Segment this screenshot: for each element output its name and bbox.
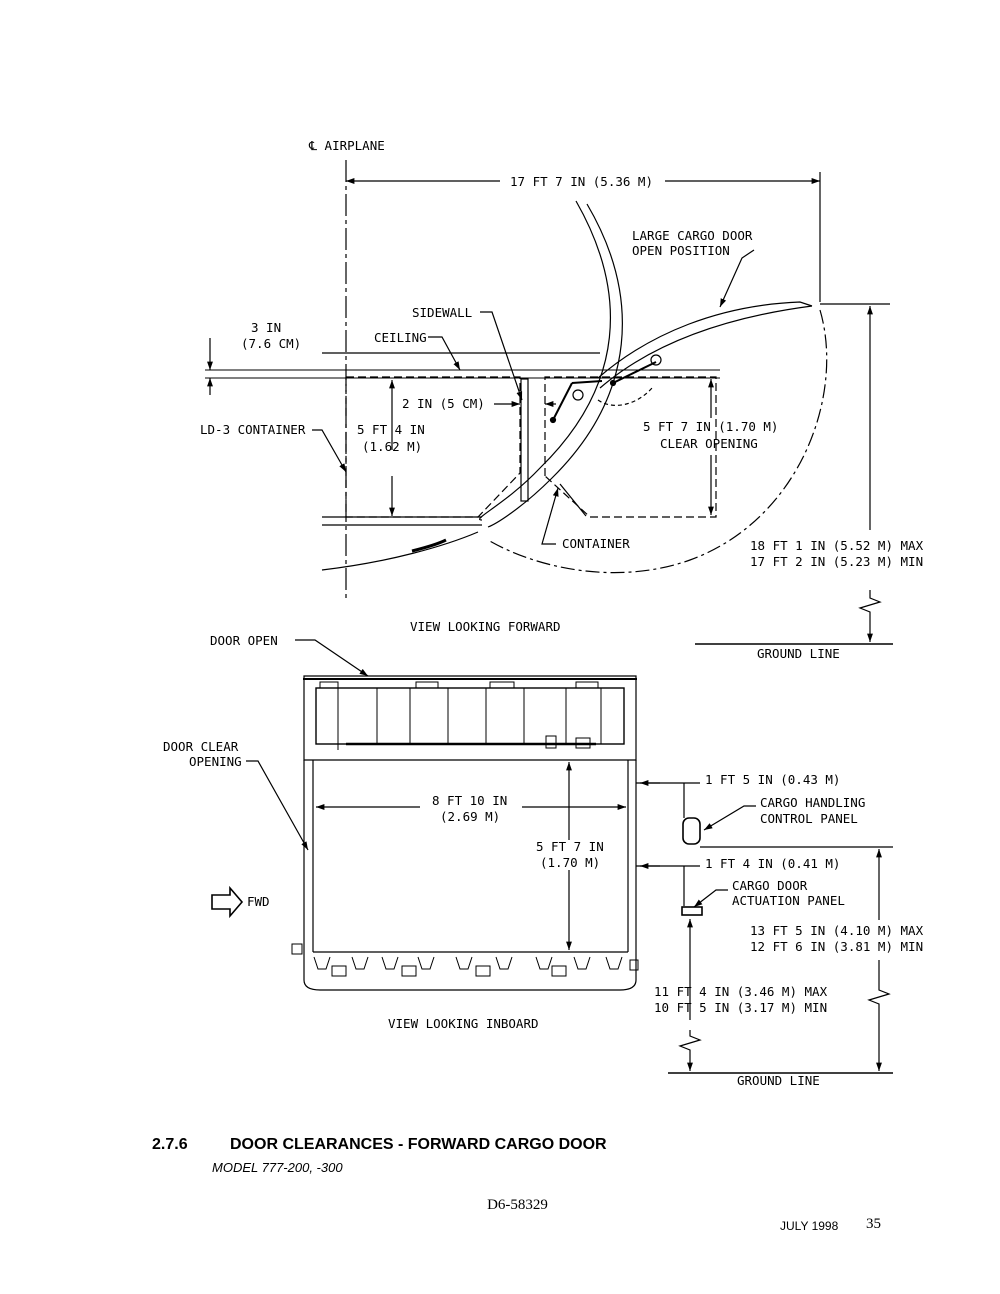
view-forward-title: VIEW LOOKING FORWARD xyxy=(410,619,561,634)
cargo-door-open xyxy=(597,301,813,379)
document-number: D6-58329 xyxy=(487,1197,548,1213)
leader-actuation-panel xyxy=(693,889,728,908)
leader-ld3 xyxy=(312,429,347,473)
section-title: DOOR CLEARANCES - FORWARD CARGO DOOR xyxy=(230,1136,607,1153)
upper-height-label-2: 12 FT 6 IN (3.81 M) MIN xyxy=(750,939,923,954)
clear-opening-container xyxy=(544,376,717,518)
clear-opening-label-1: 5 FT 7 IN (1.70 M) xyxy=(643,419,778,434)
door-open-frames xyxy=(315,681,625,750)
lower-fuselage xyxy=(321,531,479,571)
opening-width-label-1: 8 FT 10 IN xyxy=(432,793,507,808)
door-open-label-2: OPEN POSITION xyxy=(632,243,730,258)
handling-offset-label: 1 FT 5 IN (0.43 M) xyxy=(705,772,840,787)
container-height-label-2: (1.62 M) xyxy=(362,439,422,454)
fwd-label: FWD xyxy=(247,894,270,909)
sill-height-label-1: 18 FT 1 IN (5.52 M) MAX xyxy=(750,538,924,553)
view-looking-inboard xyxy=(211,639,893,1074)
fwd-arrow-icon xyxy=(211,885,244,919)
upper-height-label-1: 13 FT 5 IN (4.10 M) MAX xyxy=(750,923,924,938)
door-actuation-panel-icon xyxy=(681,906,703,916)
ld3-container-outline xyxy=(345,376,521,518)
cargo-door-open xyxy=(599,305,813,389)
model-subtitle: MODEL 777-200, -300 xyxy=(212,1160,343,1175)
opening-height-label-2: (1.70 M) xyxy=(540,855,600,870)
page-number: 35 xyxy=(866,1216,881,1232)
fuselage-skin xyxy=(479,200,611,521)
top-width-label: 17 FT 7 IN (5.36 M) xyxy=(510,174,653,189)
actuation-panel-label-1: CARGO DOOR xyxy=(732,878,808,893)
hinge-pivot xyxy=(572,389,584,401)
handling-panel-label-2: CONTROL PANEL xyxy=(760,811,858,826)
ld3-label: LD-3 CONTAINER xyxy=(200,422,306,437)
view-looking-forward xyxy=(205,160,893,645)
hinge-arm xyxy=(571,380,603,384)
hinge-pivot xyxy=(549,416,557,424)
hinge-arm xyxy=(612,361,657,384)
sidewall xyxy=(520,378,529,502)
break-symbol xyxy=(678,1030,702,1056)
container-label: CONTAINER xyxy=(562,536,630,551)
sidewall-gap-label: 2 IN (5 CM) xyxy=(402,396,485,411)
sill-latches xyxy=(291,943,639,977)
actuation-panel-label-2: ACTUATION PANEL xyxy=(732,893,845,908)
actuation-offset-label: 1 FT 4 IN (0.41 M) xyxy=(705,856,840,871)
section-number: 2.7.6 xyxy=(152,1136,188,1153)
figure-caption: 2.7.6 DOOR CLEARANCES - FORWARD CARGO DOO… xyxy=(152,1136,607,1154)
hinge-arm xyxy=(552,382,573,421)
leader-door-open xyxy=(719,249,755,308)
opening-height-label-1: 5 FT 7 IN xyxy=(536,839,604,854)
container-marker xyxy=(559,483,587,517)
gap-label-1: 3 IN xyxy=(251,320,281,335)
lower-height-label-1: 11 FT 4 IN (3.46 M) MAX xyxy=(654,984,828,999)
opening-width-label-2: (2.69 M) xyxy=(440,809,500,824)
sidewall-label: SIDEWALL xyxy=(412,305,472,320)
door-clear-opening xyxy=(303,760,637,991)
door-open-label: DOOR OPEN xyxy=(210,633,278,648)
cargo-handling-panel-icon xyxy=(682,817,701,845)
leader-door-clear-opening xyxy=(246,760,309,851)
leader-door-open xyxy=(295,639,369,677)
gap-label-2: (7.6 CM) xyxy=(241,336,301,351)
door-open-label-1: LARGE CARGO DOOR xyxy=(632,228,753,243)
lower-fuselage xyxy=(411,538,447,553)
container-height-label-1: 5 FT 4 IN xyxy=(357,422,425,437)
hinge-pivot xyxy=(609,379,617,387)
break-symbol xyxy=(858,590,882,618)
leader-sidewall xyxy=(480,311,523,401)
centerline-label: ℄ AIRPLANE xyxy=(308,138,385,153)
door-clear-opening-label-2: OPENING xyxy=(189,754,242,769)
diagram-labels: ℄ AIRPLANE 17 FT 7 IN (5.36 M) LARGE CAR… xyxy=(163,138,924,1088)
hinge-pivot xyxy=(650,354,662,366)
ceiling-label: CEILING xyxy=(374,330,427,345)
break-symbol xyxy=(867,960,891,1012)
leader-ceiling xyxy=(428,336,461,371)
sill-height-label-2: 17 FT 2 IN (5.23 M) MIN xyxy=(750,554,923,569)
view-inboard-title: VIEW LOOKING INBOARD xyxy=(388,1016,539,1031)
ground-line-label-bottom: GROUND LINE xyxy=(737,1073,820,1088)
door-swing-arc xyxy=(487,309,828,574)
leader-handling-panel xyxy=(703,805,756,831)
ground-line-label-top: GROUND LINE xyxy=(757,646,840,661)
fuselage-skin xyxy=(487,203,623,528)
lower-height-label-2: 10 FT 5 IN (3.17 M) MIN xyxy=(654,1000,827,1015)
document-date: JULY 1998 xyxy=(780,1219,839,1233)
handling-panel-label-1: CARGO HANDLING xyxy=(760,795,865,810)
clear-opening-label-2: CLEAR OPENING xyxy=(660,436,758,451)
door-clear-opening-label-1: DOOR CLEAR xyxy=(163,739,239,754)
leader-container xyxy=(541,487,559,545)
